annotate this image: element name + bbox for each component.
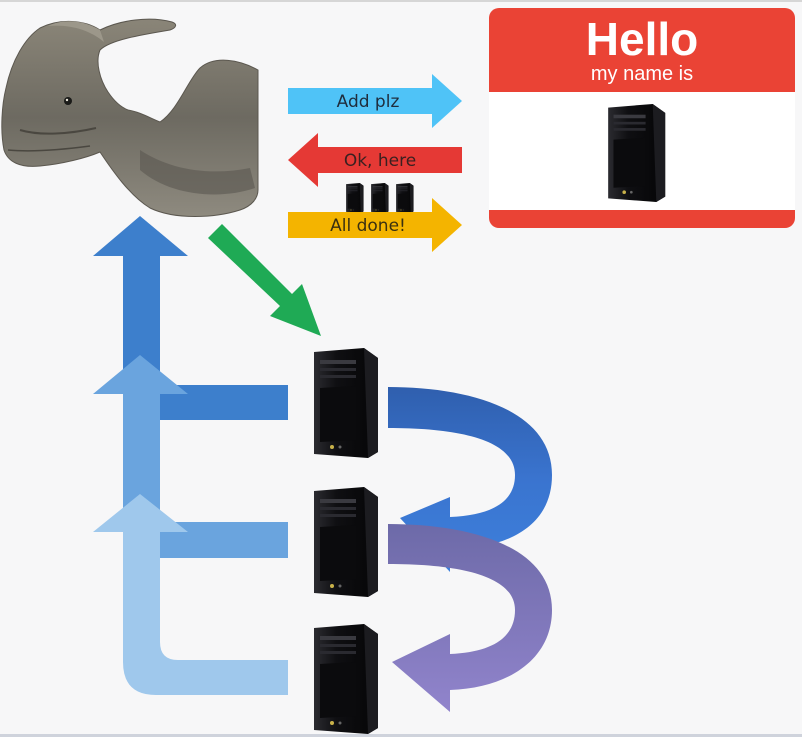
server-icon-1 (314, 348, 378, 458)
blue-light-arrow (93, 494, 288, 695)
top-border (0, 0, 802, 2)
name-tag-title: Hello (586, 13, 698, 65)
curve-arrow-purple (388, 524, 552, 712)
dinosaur-client (1, 18, 259, 217)
server-bundle (346, 183, 414, 213)
request-label: Add plz (337, 92, 400, 112)
response-label: Ok, here (344, 151, 416, 171)
server-icon-nametag (608, 104, 666, 202)
name-tag-subtitle: my name is (591, 63, 693, 85)
bottom-border (0, 734, 802, 737)
request-arrow: Add plz (288, 74, 462, 128)
curve-arrow-blue (388, 387, 552, 572)
done-label: All done! (330, 216, 406, 236)
green-arrow (208, 224, 321, 336)
server-icon-2 (314, 487, 378, 597)
name-tag: Hello my name is (489, 8, 795, 228)
server-icon-3 (314, 624, 378, 734)
done-arrow: All done! (288, 198, 462, 252)
response-arrow: Ok, here (288, 133, 462, 187)
